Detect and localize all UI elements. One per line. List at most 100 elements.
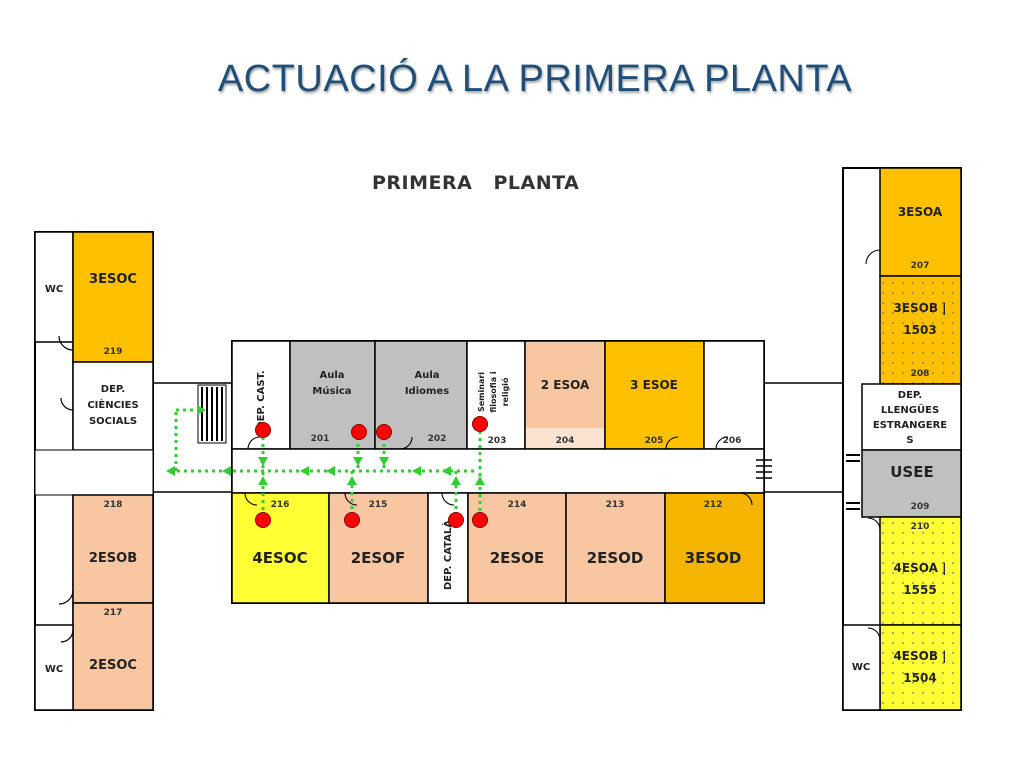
- room-202-number: 202: [428, 434, 447, 444]
- room-214: [467, 492, 567, 604]
- room-216-number: 216: [271, 500, 290, 510]
- right-connector: [764, 382, 843, 493]
- room-216: [231, 492, 330, 604]
- room-206-number: 206: [723, 436, 742, 446]
- dep-ciencies-line-1: DEP.: [101, 384, 125, 395]
- marker-room-216: [255, 512, 271, 528]
- room-212-name: 3ESOD: [685, 549, 742, 567]
- dep-llengues-line-3: ESTRANGERE: [873, 420, 947, 431]
- room-219-name: 3ESOC: [89, 272, 137, 287]
- room-217-number: 217: [104, 608, 123, 618]
- room-215-name: 2ESOF: [351, 549, 406, 567]
- room-203-name-2: filosofia i: [489, 371, 498, 413]
- wc-bottom-right-label: WC: [852, 662, 870, 673]
- room-205-number: 205: [645, 436, 664, 446]
- arrow-west-2: [222, 466, 231, 476]
- marker-room-214: [472, 512, 488, 528]
- dep-llengues-estrangeres: [861, 383, 962, 451]
- room-214-number: 214: [508, 500, 527, 510]
- stairs-center-right: [756, 459, 772, 479]
- left-connector: [153, 382, 232, 493]
- room-217: [72, 602, 154, 711]
- arrow-down-201: [353, 457, 363, 466]
- room-207-number: 207: [911, 261, 930, 271]
- room-205-name: 3 ESOE: [630, 378, 678, 392]
- dep-castella-label: DEP. CAST.: [256, 370, 267, 429]
- dep-ciencies-line-3: SOCIALS: [89, 416, 137, 427]
- arrow-down-216: [258, 457, 268, 466]
- room-215-number: 215: [369, 500, 388, 510]
- dep-llengues-line-4: S: [906, 435, 913, 446]
- room-215: [328, 492, 429, 604]
- arrow-west-5: [412, 466, 421, 476]
- room-210-name-2: 1555: [903, 583, 936, 597]
- room-201-name-2: Música: [312, 385, 351, 397]
- markers: [255, 416, 488, 528]
- room-206: [703, 340, 765, 450]
- room-218-name: 2ESOB: [89, 551, 137, 566]
- marker-room-202: [376, 424, 392, 440]
- arrow-down-202: [379, 457, 389, 466]
- room-210-name-1: 4ESOA |: [894, 561, 947, 575]
- room-217-name: 2ESOC: [89, 658, 137, 673]
- arrow-up-216: [258, 476, 268, 485]
- marker-room-203: [472, 416, 488, 432]
- room-204-number: 204: [556, 436, 575, 446]
- stairs-left: [197, 384, 227, 444]
- wc-bottom-left-label: WC: [45, 664, 63, 675]
- room-211-name-1: 4ESOB |: [893, 649, 946, 663]
- room-201-number: 201: [311, 434, 330, 444]
- arrow-up-215: [347, 476, 357, 485]
- room-207-name: 3ESOA: [898, 205, 943, 219]
- wc-top-left-label: WC: [45, 284, 63, 295]
- room-201-name-1: Aula: [319, 370, 344, 381]
- marker-room-201: [351, 424, 367, 440]
- room-203-name-3: religió: [500, 377, 510, 406]
- room-211-name-2: 1504: [903, 671, 936, 685]
- slide-title: ACTUACIÓ A LA PRIMERA PLANTA: [217, 58, 853, 100]
- marker-room-215: [344, 512, 360, 528]
- room-209-number: 209: [911, 502, 930, 512]
- room-203-name-1: Seminari: [477, 372, 486, 412]
- marker-dep-castella: [255, 422, 271, 438]
- central-block: DEP. CAST. Aula Música 201 Aula Idiomes …: [231, 340, 772, 604]
- room-212: [664, 492, 765, 604]
- route-arrows: [166, 405, 485, 485]
- dep-ciencies-socials: [72, 361, 154, 451]
- arrow-west-6: [442, 466, 451, 476]
- room-208-name-2: 1503: [903, 323, 936, 337]
- arrow-west-3: [300, 466, 309, 476]
- room-207: [879, 167, 962, 277]
- arrow-west-1: [166, 466, 175, 476]
- room-219-number: 219: [104, 347, 123, 357]
- room-208-name-1: 3ESOB |: [893, 301, 946, 315]
- arrow-to-stairs: [197, 405, 206, 415]
- wc-bottom-left: [34, 624, 74, 711]
- room-202-name-1: Aula: [414, 370, 439, 381]
- stairs-right: [846, 454, 860, 510]
- room-204-name: 2 ESOA: [541, 378, 590, 392]
- room-208-number: 208: [911, 369, 930, 379]
- dep-ciencies-line-2: CIÈNCIES: [87, 398, 138, 411]
- right-wing: 3ESOA 207 3ESOB | 1503 208 DEP. LLENGÜES…: [842, 167, 962, 711]
- room-213: [565, 492, 666, 604]
- arrow-west-4: [326, 466, 335, 476]
- left-wing: WC 3ESOC 219 DEP. CIÈNCIES SOCIALS 218 2…: [34, 231, 227, 711]
- arrow-up-214: [475, 476, 485, 485]
- room-202-name-2: Idiomes: [405, 386, 449, 397]
- corridor-left-wing: [34, 449, 154, 496]
- room-212-number: 212: [704, 500, 723, 510]
- wc-bottom-right: [842, 624, 881, 711]
- room-203-number: 203: [488, 436, 507, 446]
- dep-llengues-line-2: LLENGÜES: [881, 402, 939, 416]
- room-213-number: 213: [606, 500, 625, 510]
- marker-dep-catala: [448, 512, 464, 528]
- dep-llengues-line-1: DEP.: [898, 390, 922, 401]
- room-205: [604, 340, 705, 450]
- room-219: [72, 231, 154, 363]
- arrow-up-catala: [451, 476, 461, 485]
- room-209-name: USEE: [890, 463, 933, 481]
- room-213-name: 2ESOD: [587, 549, 644, 567]
- room-218-number: 218: [104, 500, 123, 510]
